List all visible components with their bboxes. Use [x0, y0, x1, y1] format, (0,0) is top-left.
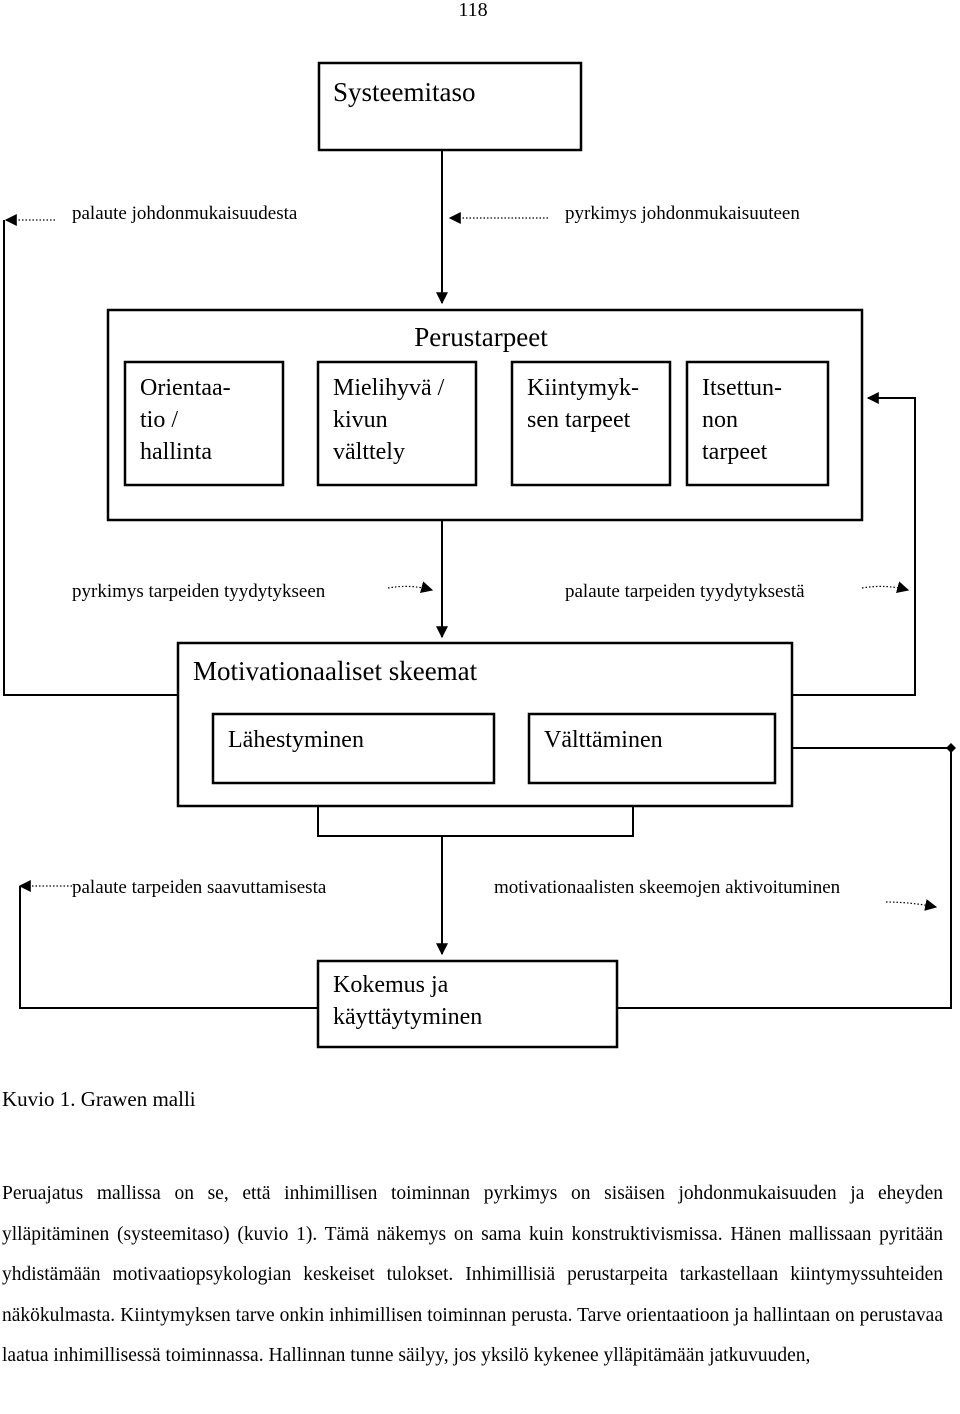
need-self-esteem-line1: Itsettun- [702, 375, 782, 401]
strive-needs-arrow [387, 581, 434, 593]
svg-text:Itsettun- non tarp: Itsettun- non tarpeet [702, 375, 788, 465]
need-pleasure-line1: Mielihyvä / [333, 375, 445, 401]
grawe-model-diagram: 118 Systeemitaso palaute johdonmukaisuud… [3, 0, 956, 1049]
right-needs-loop [792, 590, 916, 696]
need-pleasure-line3: välttely [333, 439, 405, 465]
page-number: 118 [458, 0, 487, 21]
motivational-schemas-title: Motivationaaliset skeemat [193, 656, 478, 686]
left-bottom-loop [19, 886, 318, 1009]
need-self-esteem-line2: non [702, 407, 738, 433]
strive-needs-label: pyrkimys tarpeiden tyydytykseen [72, 581, 326, 602]
feedback-consistency-label: palaute johdonmukaisuudesta [72, 203, 298, 224]
approach-box: Lähestyminen [211, 712, 496, 785]
approach-label: Lähestyminen [228, 727, 364, 753]
svg-text:Kiintymyk- sen tarpeet: Kiintymyk- sen tarpeet [527, 375, 645, 433]
left-feedback-loop [3, 220, 178, 696]
experience-box: Kokemus ja käyttäytyminen [316, 959, 619, 1049]
need-pleasure-line2: kivun [333, 407, 388, 433]
body-paragraph: Peruajatus mallissa on se, että inhimill… [2, 1183, 943, 1367]
schema-activation-label: motivationaalisten skeemojen aktivoitumi… [494, 877, 841, 898]
schema-activation-arrow [885, 899, 938, 911]
need-orientation-box: Orientaa- tio / hallinta [123, 360, 285, 487]
basic-needs-title: Perustarpeet [414, 322, 548, 352]
feedback-needs-arrow [861, 581, 910, 593]
experience-line1: Kokemus ja [333, 972, 449, 998]
self-esteem-feedback-arrow [866, 392, 916, 590]
need-self-esteem-line3: tarpeet [702, 439, 768, 465]
svg-text:Kokemus ja käyttäytymine: Kokemus ja käyttäytyminen [333, 972, 482, 1030]
strive-consistency-label: pyrkimys johdonmukaisuuteen [565, 203, 800, 224]
need-attachment-line2: sen tarpeet [527, 407, 631, 433]
need-self-esteem-box: Itsettun- non tarpeet [685, 360, 830, 487]
need-orientation-line2: tio / [140, 407, 178, 433]
need-pleasure-box: Mielihyvä / kivun välttely [316, 360, 478, 487]
need-attachment-box: Kiintymyk- sen tarpeet [510, 360, 672, 487]
need-attachment-line1: Kiintymyk- [527, 375, 639, 401]
svg-text:Mielihyvä / kivun: Mielihyvä / kivun välttely [333, 375, 450, 465]
schemas-bracket [317, 806, 634, 837]
avoidance-label: Välttäminen [544, 727, 663, 753]
avoidance-box: Välttäminen [527, 712, 777, 785]
feedback-attainment-label: palaute tarpeiden saavuttamisesta [72, 877, 327, 898]
svg-text:Orientaa- tio / ha: Orientaa- tio / hallinta [140, 375, 237, 465]
system-level-title: Systeemitaso [333, 77, 476, 107]
system-level-box: Systeemitaso [317, 61, 583, 152]
need-orientation-line1: Orientaa- [140, 375, 231, 401]
motivational-schemas-box: Motivationaaliset skeemat [176, 641, 794, 808]
basic-needs-box: Perustarpeet [106, 308, 864, 522]
experience-line2: käyttäytyminen [333, 1004, 482, 1030]
feedback-needs-label: palaute tarpeiden tyydytyksestä [565, 581, 805, 602]
need-orientation-line3: hallinta [140, 439, 212, 465]
figure-caption: Kuvio 1. Grawen malli [2, 1087, 196, 1111]
right-outer-loop [617, 743, 956, 1009]
